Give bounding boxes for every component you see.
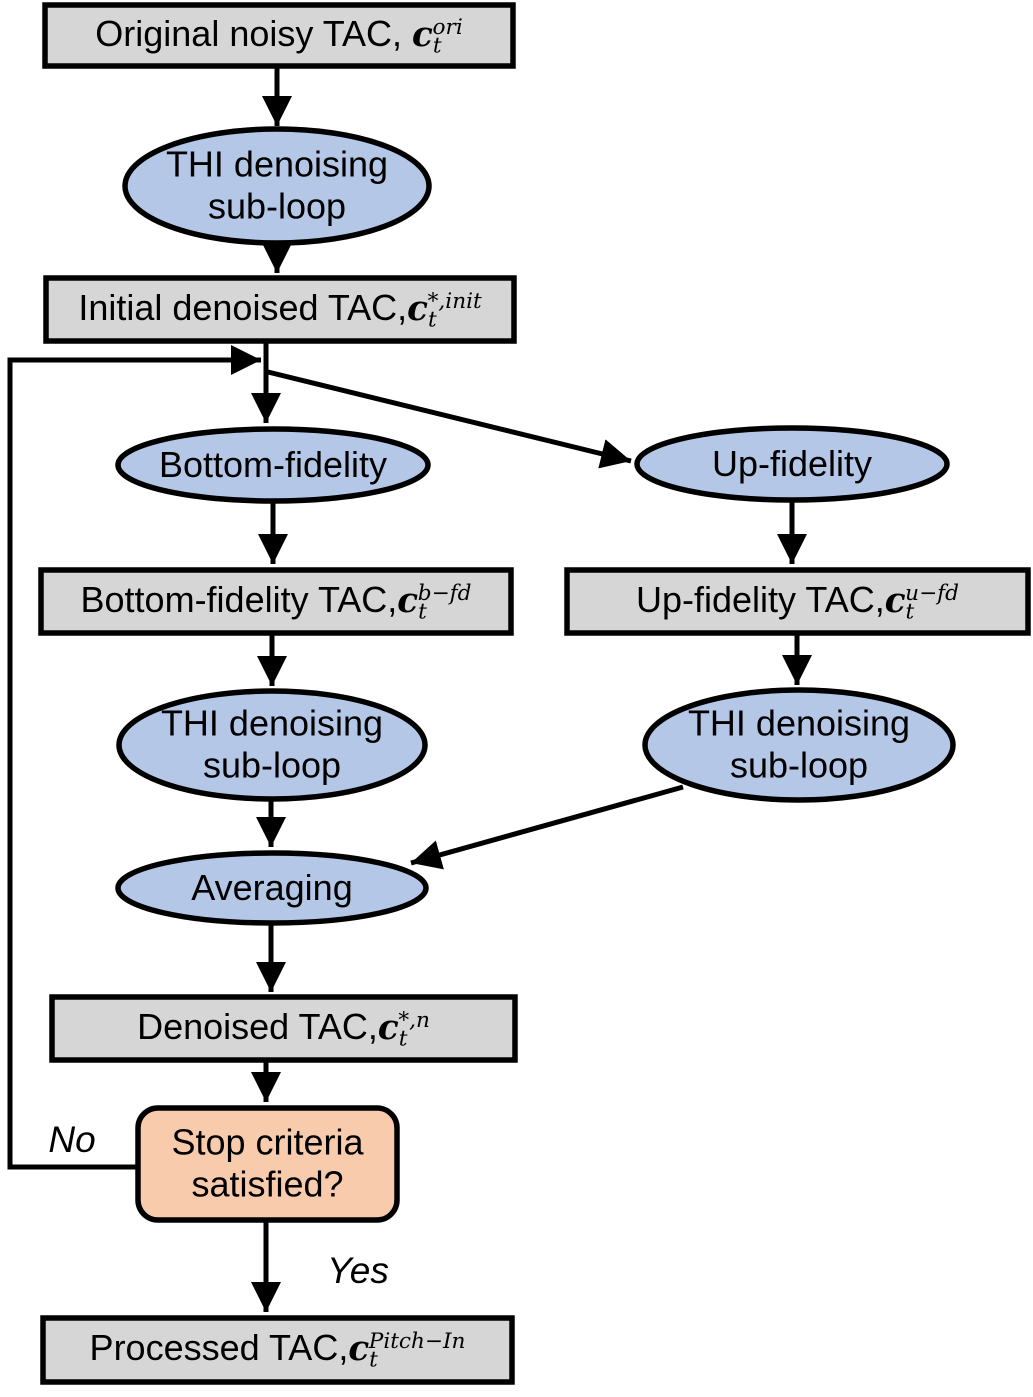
thi-denoising-sub-loop-3-label-line-1: sub-loop [729,745,869,786]
thi-denoising-sub-loop-1-label-line-0: THI denoising [165,143,389,185]
initial-denoised-tac-shape [43,275,517,344]
denoised-tac-label: Denoised TAC,ct*,n [137,1005,430,1051]
thi-denoising-sub-loop-2-shape [116,688,428,802]
processed-tac-shape [40,1315,515,1385]
processed-tac-math-sub: t [369,1347,378,1373]
up-fidelity-tac-math-sub: t [905,599,915,625]
up-fidelity-tac-shape [564,567,1031,636]
nodes-group [38,2,1031,1385]
stop-criteria-label-line-0: Stop criteria [171,1121,364,1163]
original-noisy-tac-label-text: Original noisy TAC, [95,12,413,54]
edge-split-to-up-fidelity [267,369,632,469]
processed-tac-label: Processed TAC,ctPitch−In [90,1327,466,1373]
thi-denoising-sub-loop-2-label-line-0: THI denoising [160,702,384,744]
bottom-fidelity-shape [115,426,431,504]
thi-denoising-sub-loop-1-shape [122,126,432,246]
original-noisy-tac-math-sub: t [432,33,442,59]
thi-denoising-sub-loop-2-label-line-1: sub-loop [202,745,342,786]
stop-criteria-shape [135,1105,400,1223]
bottom-fidelity-tac-label-text: Bottom-fidelity TAC, [80,578,398,620]
up-fidelity-tac-label-text: Up-fidelity TAC, [635,578,885,620]
initial-denoised-tac-label-text: Initial denoised TAC, [78,286,408,328]
thi-denoising-sub-loop-1-label-line-1: sub-loop [207,186,347,227]
bottom-fidelity-tac-shape [38,567,514,636]
bottom-fidelity-tac-math-var: c [397,580,419,621]
bottom-fidelity-label: Bottom-fidelity [159,444,387,486]
denoised-tac-shape [49,994,518,1063]
processed-tac-label-text: Processed TAC, [89,1326,349,1368]
edge-no-loop [7,345,261,1170]
up-fidelity-label: Up-fidelity [712,443,872,485]
up-fidelity-shape [634,425,950,503]
edge-thi3-to-averaging [410,784,684,870]
denoised-tac-math-var: c [377,1007,399,1048]
bottom-fidelity-label-line-0: Bottom-fidelity [158,443,388,485]
up-fidelity-tac-math-var: c [884,580,906,621]
label-yes: Yes [327,1250,389,1291]
up-fidelity-tac-label: Up-fidelity TAC,ctu−fd [636,578,959,624]
averaging-label-line-0: Averaging [191,866,353,908]
initial-denoised-tac-math-sub: t [428,307,437,333]
label-no: No [48,1119,96,1160]
bottom-fidelity-tac-label: Bottom-fidelity TAC,ctb−fd [81,578,472,624]
initial-denoised-tac-math-var: c [407,288,428,329]
processed-tac-math-var: c [348,1328,370,1369]
averaging-shape [115,850,429,926]
denoised-tac-label-text: Denoised TAC, [137,1005,378,1047]
averaging-label: Averaging [191,867,352,909]
denoised-tac-math-sup: *,n [398,1007,430,1033]
original-noisy-tac-math-sup: ori [432,14,463,40]
up-fidelity-tac-math-sup: u−fd [905,580,960,606]
bottom-fidelity-tac-math-sup: b−fd [417,580,472,606]
bottom-fidelity-tac-math-sub: t [418,599,427,625]
processed-tac-math-sup: Pitch−In [368,1328,466,1354]
up-fidelity-label-line-0: Up-fidelity [711,442,873,484]
original-noisy-tac-shape [42,2,516,69]
edges-group [7,66,812,1312]
thi-denoising-sub-loop-3-shape [642,687,956,803]
original-noisy-tac-label: Original noisy TAC, ctori [95,12,462,58]
stop-criteria-label-line-1: satisfied? [191,1164,344,1205]
initial-denoised-tac-math-sup: *,init [427,288,482,314]
initial-denoised-tac-label: Initial denoised TAC,ct*,init [78,286,481,332]
denoised-tac-math-sub: t [398,1026,408,1052]
thi-denoising-sub-loop-3-label-line-0: THI denoising [687,702,911,744]
original-noisy-tac-math-var: c [412,14,433,55]
